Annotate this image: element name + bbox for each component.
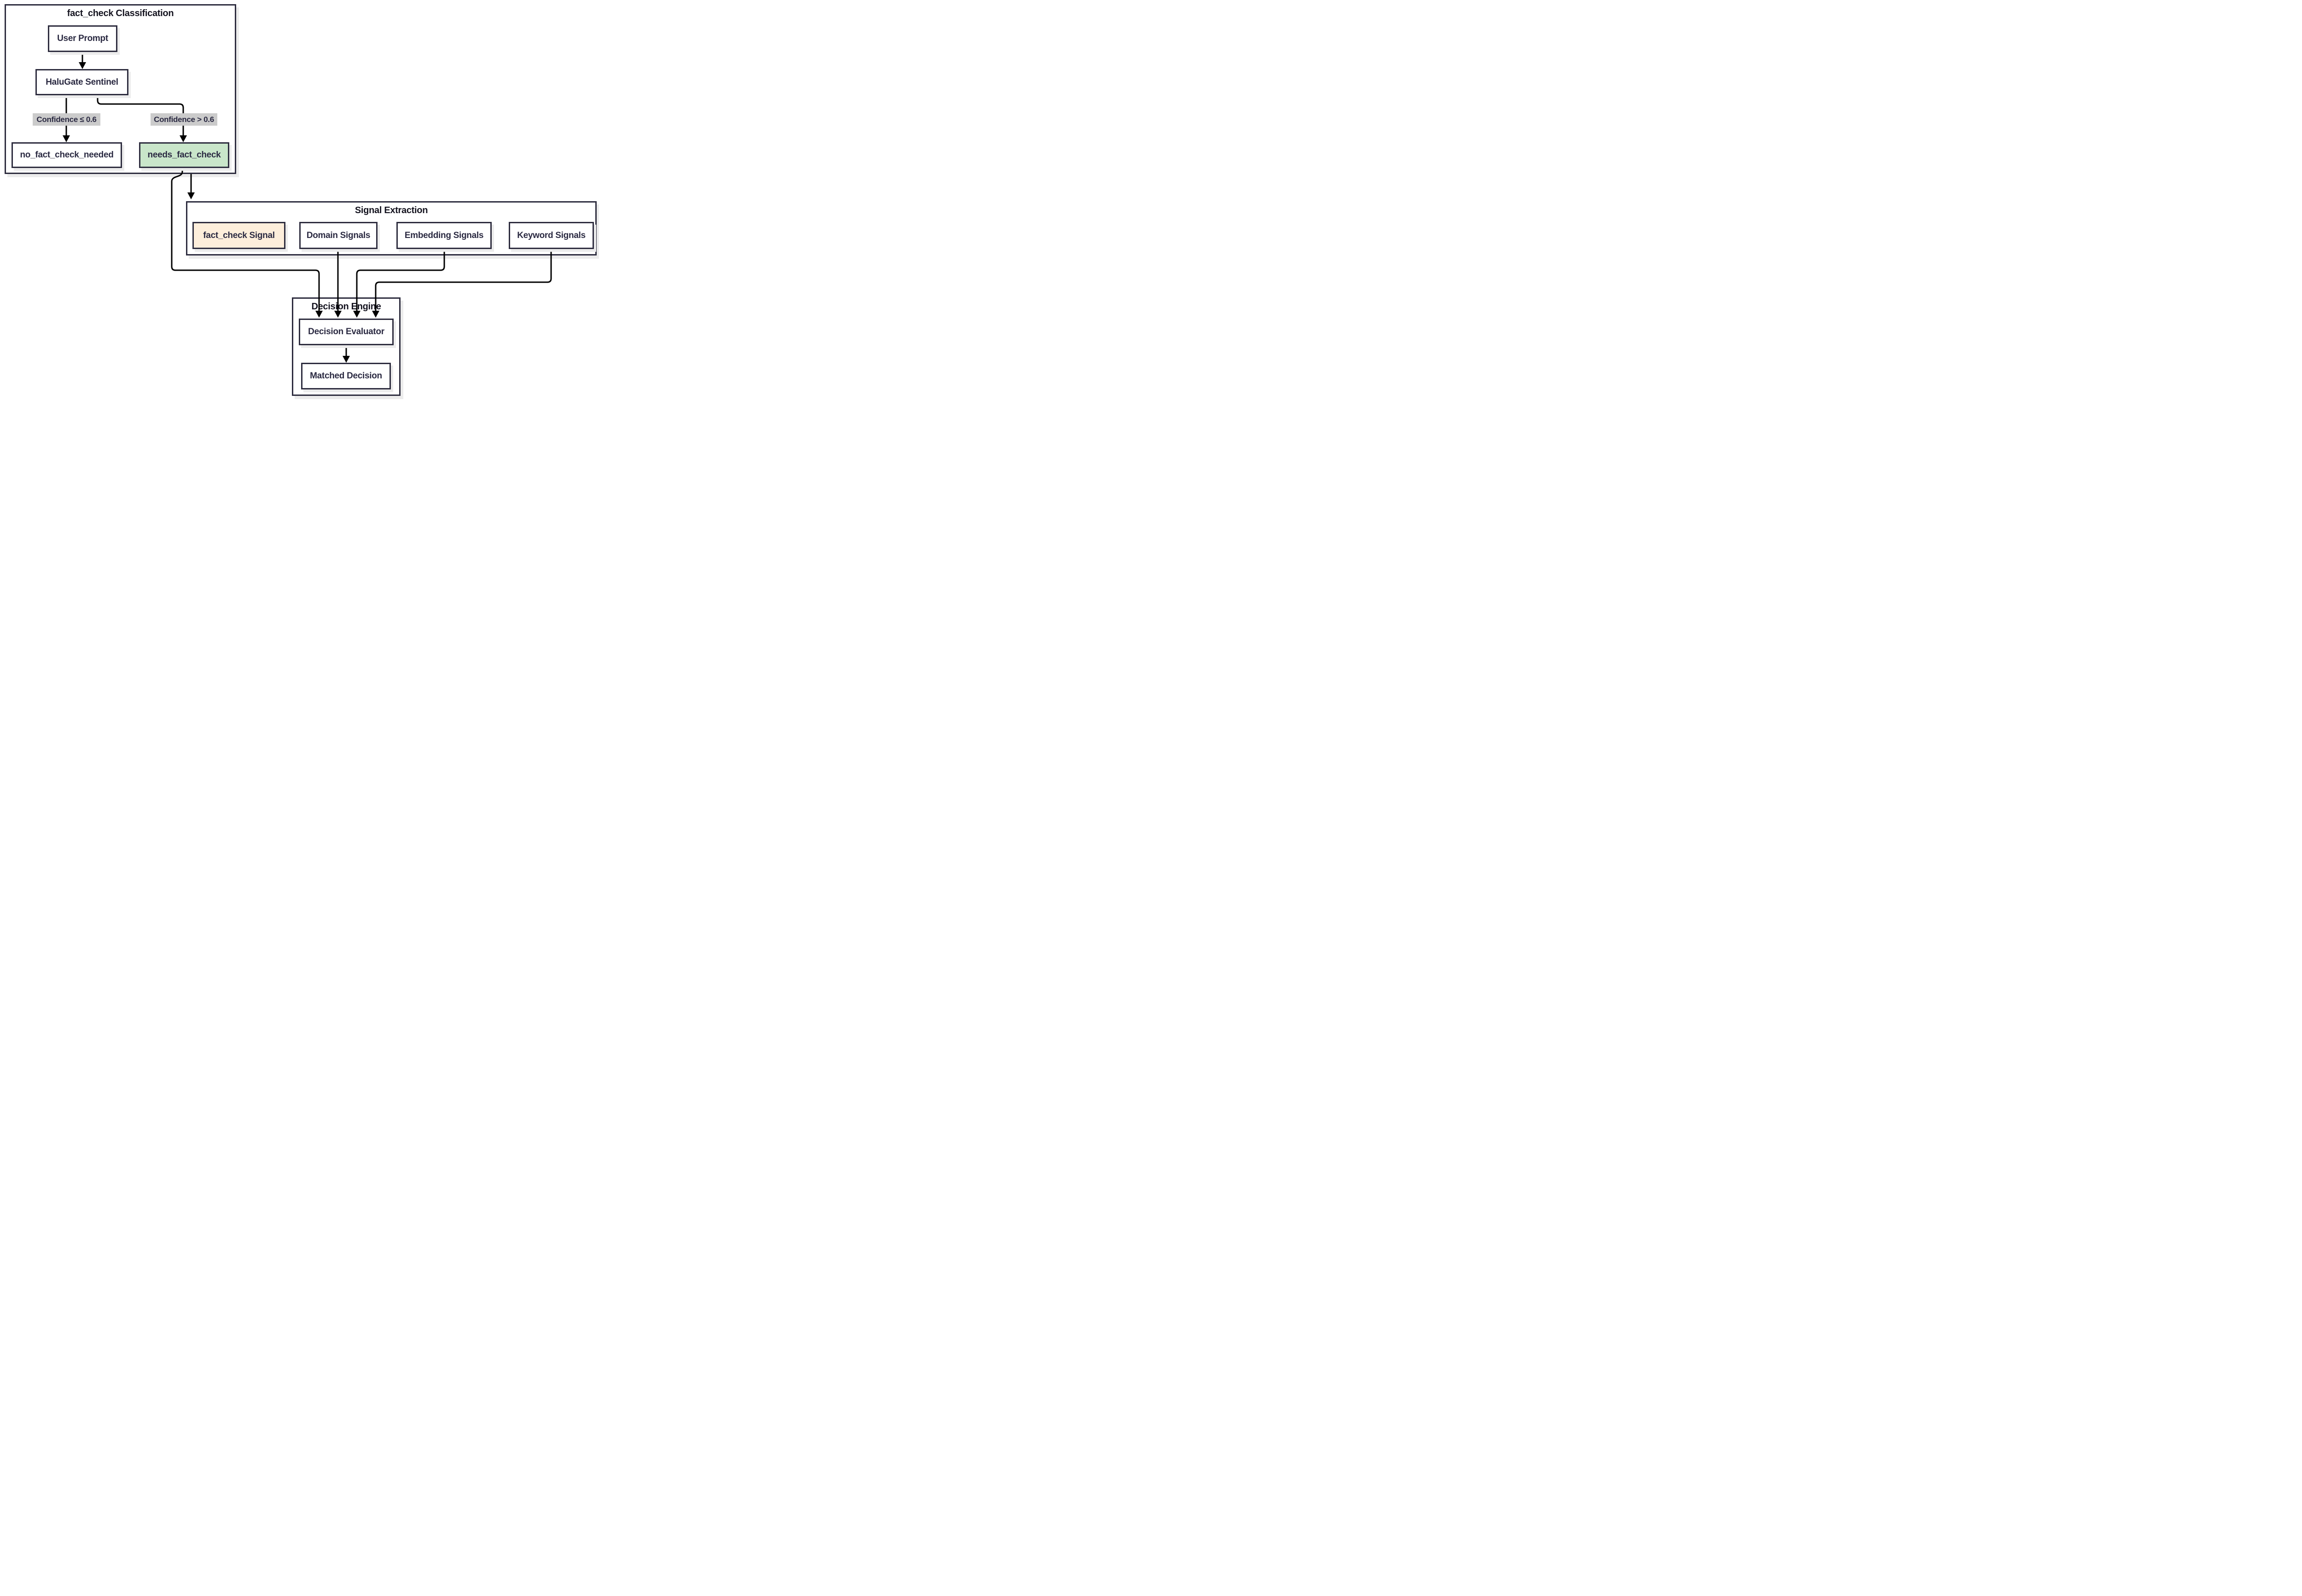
node-decision-evaluator-label: Decision Evaluator (308, 327, 384, 337)
node-matched-decision: Matched Decision (301, 363, 391, 389)
node-no-fact-check-needed: no_fact_check_needed (12, 142, 122, 168)
node-embedding-signals-label: Embedding Signals (404, 230, 484, 240)
edge-label-high-confidence: Confidence > 0.6 (151, 113, 217, 126)
node-decision-evaluator: Decision Evaluator (299, 319, 394, 345)
node-fact-check-signal-label: fact_check Signal (203, 230, 275, 240)
node-needs-fact-check: needs_fact_check (139, 142, 229, 168)
edge-label-low-confidence-text: Confidence ≤ 0.6 (36, 115, 97, 124)
group-title-decision-engine: Decision Engine (311, 302, 381, 312)
node-halugate-sentinel: HaluGate Sentinel (35, 69, 128, 95)
node-user-prompt-label: User Prompt (57, 34, 108, 43)
edge-label-high-confidence-text: Confidence > 0.6 (154, 115, 214, 124)
node-keyword-signals: Keyword Signals (509, 222, 594, 249)
edge-label-low-confidence: Confidence ≤ 0.6 (33, 113, 100, 126)
node-user-prompt: User Prompt (48, 25, 117, 52)
node-halugate-sentinel-label: HaluGate Sentinel (46, 77, 118, 87)
edge-keyword-signals-to-decision-evaluator (375, 249, 552, 312)
node-embedding-signals: Embedding Signals (396, 222, 492, 249)
node-needs-fact-check-label: needs_fact_check (147, 150, 221, 160)
group-title-fact-check-classification: fact_check Classification (67, 8, 174, 18)
arrowhead-needs-fact-check-to-signal-extraction (187, 192, 195, 199)
flowchart-canvas: fact_check Classification Signal Extract… (0, 0, 599, 399)
node-domain-signals-label: Domain Signals (306, 230, 371, 240)
node-matched-decision-label: Matched Decision (310, 371, 382, 381)
node-domain-signals: Domain Signals (299, 222, 378, 249)
node-keyword-signals-label: Keyword Signals (517, 230, 586, 240)
node-fact-check-signal: fact_check Signal (192, 222, 285, 249)
group-title-signal-extraction: Signal Extraction (355, 205, 428, 215)
node-no-fact-check-needed-label: no_fact_check_needed (20, 150, 114, 160)
